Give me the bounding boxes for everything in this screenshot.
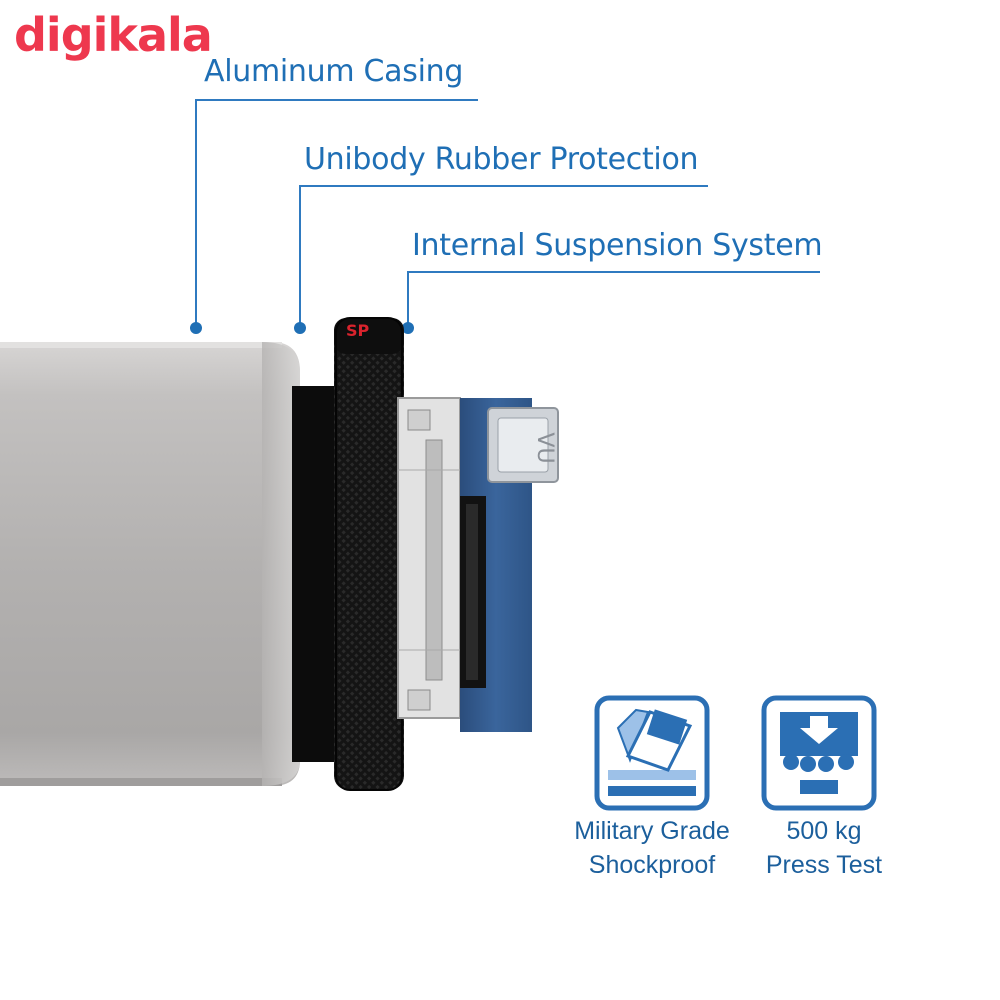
callout-rubber-protection: Unibody Rubber Protection — [304, 142, 699, 177]
rubber-band — [292, 317, 404, 791]
callout-dot-rubber — [294, 322, 306, 334]
callout-aluminum-casing: Aluminum Casing — [204, 54, 464, 89]
hard-disk — [397, 397, 461, 719]
aluminum-casing — [0, 342, 300, 786]
callout-leader-rubber — [299, 185, 708, 326]
callout-dot-suspension — [402, 322, 414, 334]
callout-suspension-system: Internal Suspension System — [412, 228, 823, 263]
press-test-line1: 500 kg — [786, 817, 862, 845]
shockproof-icon — [616, 708, 693, 772]
shockproof-badge — [594, 695, 710, 811]
band-logo: SP — [346, 321, 370, 340]
callout-dot-aluminum — [190, 322, 202, 334]
callout-leader-aluminum — [195, 99, 478, 326]
press-test-label: 500 kg Press Test — [724, 814, 924, 882]
shockproof-line1: Military Grade — [574, 817, 730, 845]
press-test-line2: Press Test — [765, 851, 883, 879]
svg-text:VU: VU — [532, 432, 557, 463]
shockproof-label: Military Grade Shockproof — [552, 814, 752, 882]
press-test-badge — [761, 695, 877, 811]
digikala-logo: digikala — [14, 8, 213, 62]
shockproof-line2: Shockproof — [588, 851, 716, 879]
press-test-icon — [780, 712, 858, 794]
usb-port: VU — [487, 407, 559, 483]
callout-leader-suspension — [407, 271, 820, 326]
